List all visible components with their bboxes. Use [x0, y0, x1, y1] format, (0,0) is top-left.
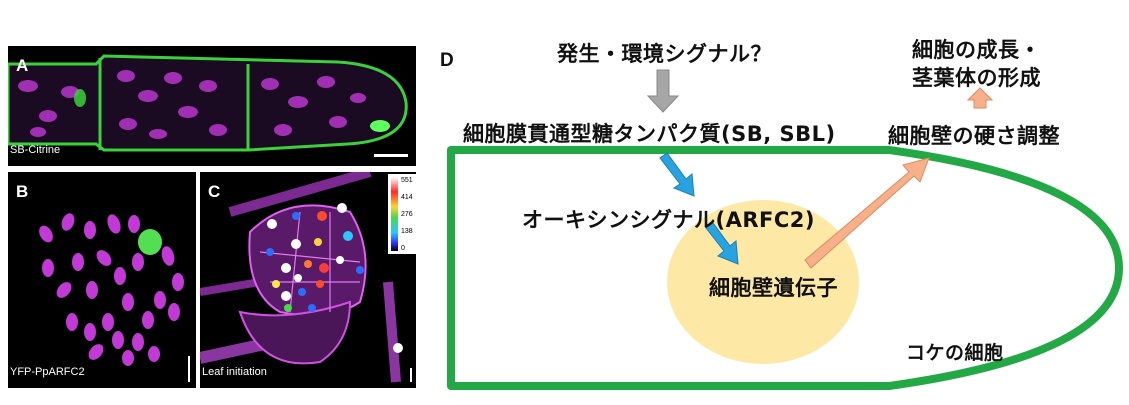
nucleus-area: [667, 200, 859, 364]
cell-wall-genes-label: 細胞壁遺伝子: [709, 276, 838, 300]
colorbar-tick: 414: [401, 194, 413, 201]
panel-c: 551 414 276 138 0 C Leaf initiation: [200, 172, 416, 388]
panel-a-letter: A: [16, 56, 29, 75]
colorbar-gradient: [391, 177, 398, 251]
moss-cell-label: コケの細胞: [906, 342, 1004, 364]
panel-d-graphics: [447, 69, 1123, 390]
wall-stiffness-label: 細胞壁の硬さ調整: [888, 124, 1060, 148]
colorbar-tick: 0: [401, 245, 405, 252]
gray-arrow: [646, 69, 680, 113]
orange-arrow-long: [804, 157, 930, 269]
blue-arrows: [659, 152, 739, 265]
panel-c-micrograph: 551 414 276 138 0: [200, 172, 416, 383]
moss-cell-outline: [447, 146, 1123, 390]
panel-b-caption: YFP-PpARFC2: [10, 366, 85, 378]
growth-label-line1: 細胞の成長・: [912, 38, 1041, 62]
panel-c-letter: C: [208, 182, 221, 201]
panel-a: A SB-Citrine: [8, 46, 416, 166]
panel-c-caption: Leaf initiation: [202, 366, 267, 378]
panel-a-caption: SB-Citrine: [10, 144, 61, 156]
colorbar-tick: 138: [401, 228, 413, 235]
panel-b-letter: B: [16, 182, 29, 201]
colorbar-tick: 276: [401, 211, 413, 218]
glycoprotein-label: 細胞膜貫通型糖タンパク質(SB, SBL): [463, 122, 836, 146]
panel-b-micrograph: [39, 213, 190, 382]
colorbar-tick: 551: [401, 177, 413, 184]
panel-a-micrograph: [8, 54, 408, 157]
orange-arrow-small: [966, 87, 994, 109]
auxin-signal-label: オーキシンシグナル(ARFC2): [522, 208, 815, 232]
signal-label: 発生・環境シグナル？: [557, 42, 772, 66]
panel-d-letter: D: [440, 50, 454, 71]
growth-label-line2: 茎葉体の形成: [912, 66, 1041, 90]
panel-b: B YFP-PpARFC2: [8, 172, 196, 388]
